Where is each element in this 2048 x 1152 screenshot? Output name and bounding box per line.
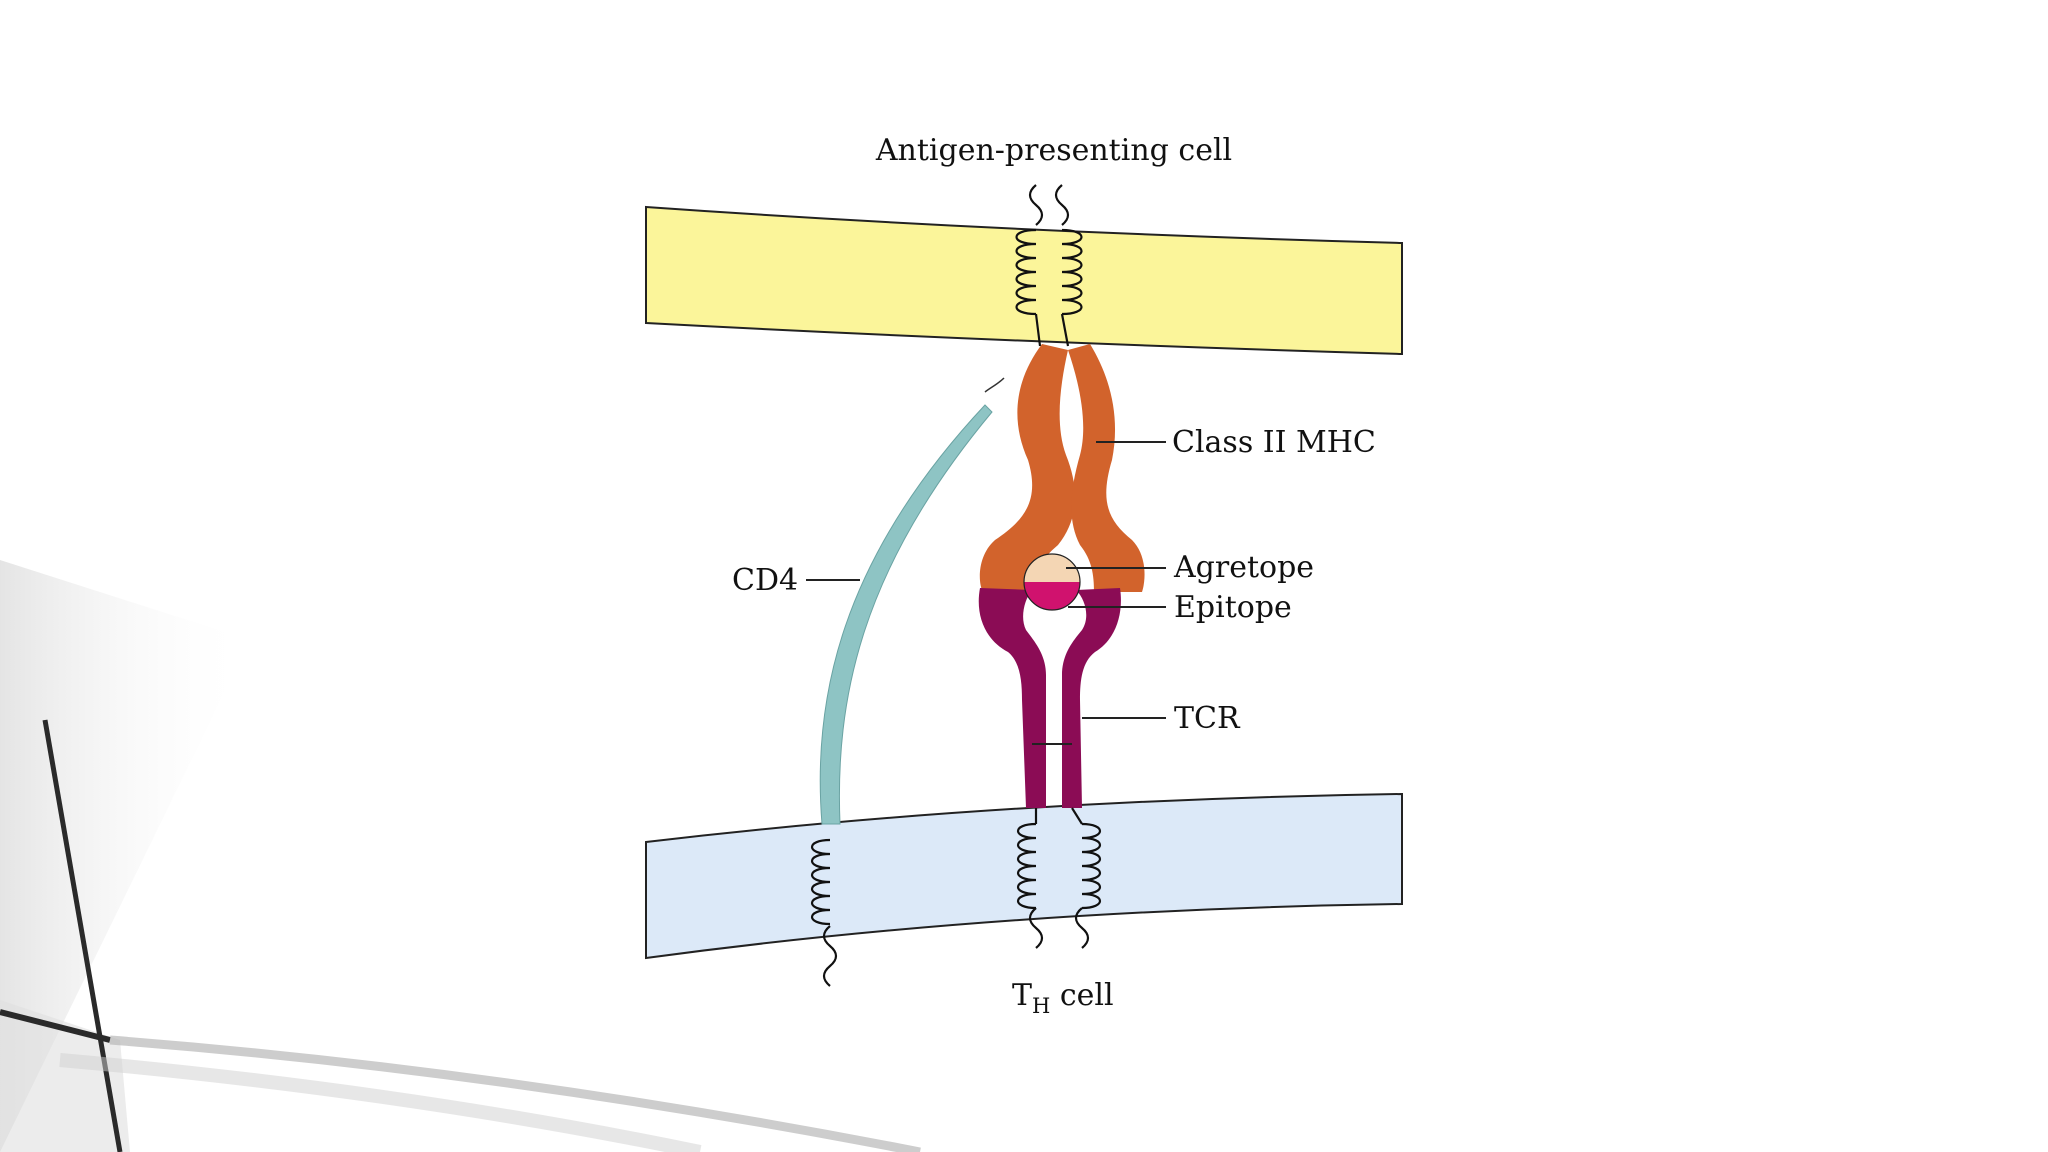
- label-th-rest: cell: [1050, 978, 1113, 1013]
- label-epitope: Epitope: [1174, 590, 1292, 625]
- apc-transmembrane-coils: [1015, 184, 1083, 347]
- agretope-shape: [1024, 554, 1080, 582]
- leader-lines: [806, 441, 1166, 745]
- mhc-left-chain: [979, 344, 1076, 592]
- cd4-transmembrane-coil: [810, 838, 838, 987]
- tcr-transmembrane-coils: [1016, 807, 1102, 949]
- label-th-subscript: H: [1032, 994, 1050, 1018]
- epitope-shape: [1024, 582, 1080, 610]
- tcr-left-chain: [978, 588, 1046, 808]
- label-th-t: T: [1012, 978, 1032, 1013]
- tcr-right-chain: [1062, 588, 1121, 808]
- label-class-ii-mhc: Class II MHC: [1172, 425, 1376, 460]
- th-cell-membrane: [645, 792, 1403, 960]
- label-cd4: CD4: [732, 563, 798, 598]
- cd4-tip-arc: [984, 377, 1005, 393]
- label-th-cell: TH cell: [1012, 978, 1114, 1018]
- label-tcr: TCR: [1174, 701, 1241, 736]
- background-decoration: [0, 560, 921, 1152]
- label-antigen-presenting-cell: Antigen-presenting cell: [875, 133, 1232, 168]
- apc-membrane: [645, 205, 1403, 356]
- cd4-molecule: [819, 404, 993, 825]
- mhc-right-chain: [1068, 344, 1145, 592]
- label-agretope: Agretope: [1173, 550, 1314, 585]
